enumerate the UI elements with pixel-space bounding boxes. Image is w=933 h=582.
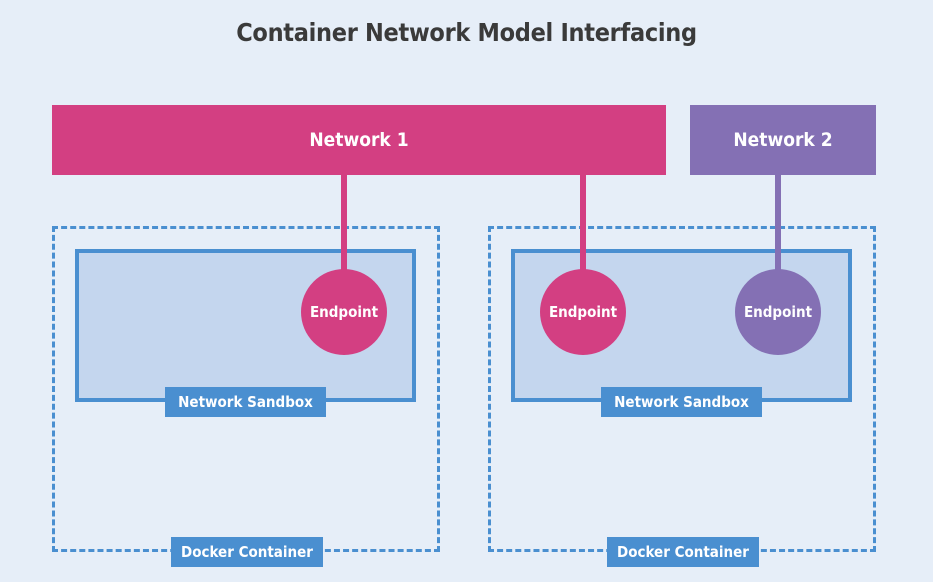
connector-network2-endpoint3-inner	[775, 226, 781, 276]
endpoint-1-label: Endpoint	[309, 303, 379, 321]
connector-network1-endpoint2-inner	[580, 226, 586, 276]
network-sandbox-2-label: Network Sandbox	[601, 387, 762, 417]
endpoint-3: Endpoint	[735, 269, 821, 355]
connector-network1-endpoint1-inner	[341, 226, 347, 276]
docker-container-1-label: Docker Container	[171, 537, 323, 567]
docker-container-2-label: Docker Container	[607, 537, 759, 567]
network-2-label: Network 2	[733, 129, 833, 151]
network-2-bar: Network 2	[690, 105, 876, 175]
connector-network1-endpoint1	[341, 175, 347, 275]
endpoint-1: Endpoint	[301, 269, 387, 355]
network-sandbox-1-label: Network Sandbox	[165, 387, 326, 417]
network-1-bar: Network 1	[52, 105, 666, 175]
network-1-label: Network 1	[309, 129, 409, 151]
diagram-title: Container Network Model Interfacing	[236, 18, 697, 47]
connector-network1-endpoint2	[580, 175, 586, 275]
endpoint-2: Endpoint	[540, 269, 626, 355]
endpoint-3-label: Endpoint	[743, 303, 813, 321]
endpoint-2-label: Endpoint	[548, 303, 618, 321]
connector-network2-endpoint3	[775, 175, 781, 275]
